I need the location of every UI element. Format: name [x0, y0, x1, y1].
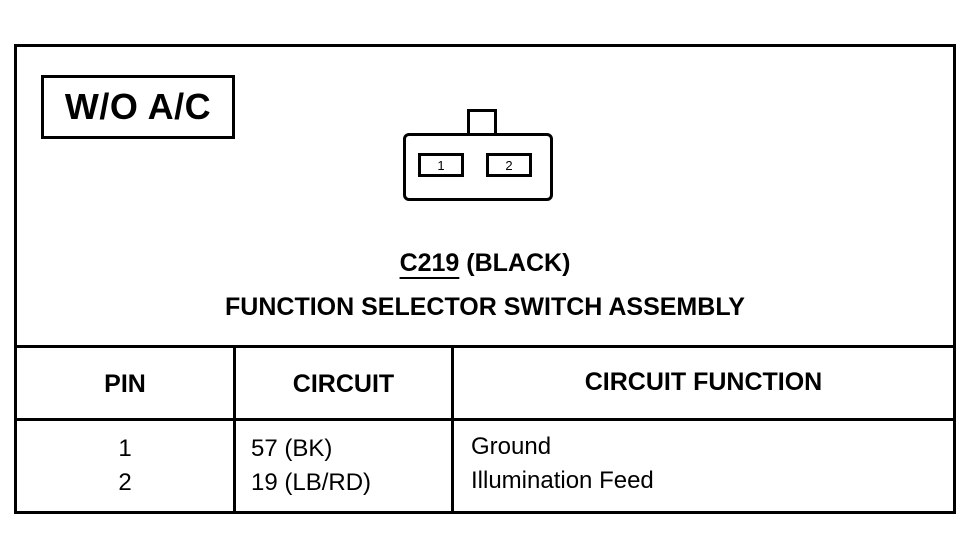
table-header-divider	[17, 418, 953, 421]
connector-pin-1: 1	[418, 153, 464, 177]
connector-color: (BLACK)	[466, 249, 571, 277]
table-row-1-function: Ground	[471, 433, 552, 460]
connector-body: 1 2	[403, 133, 553, 201]
header-circuit-function: CIRCUIT FUNCTION	[584, 368, 823, 396]
table-row-1-circuit: 57 (BK)	[251, 435, 333, 462]
pinout-table: PIN CIRCUIT CIRCUIT FUNCTION 1 57 (BK) G…	[17, 345, 953, 514]
table-divider	[233, 348, 236, 514]
table-row-2-circuit: 19 (LB/RD)	[251, 469, 372, 496]
header-pin: PIN	[104, 370, 146, 398]
connector-pin-2: 2	[486, 153, 532, 177]
variant-label: W/O A/C	[41, 75, 235, 139]
header-circuit: CIRCUIT	[292, 370, 395, 398]
table-row-2-function: Illumination Feed	[471, 467, 654, 494]
connector-latch	[467, 109, 497, 136]
table-divider	[451, 348, 454, 514]
connector-diagram-frame: W/O A/C 1 2 C219 (BLACK) FUNCTION SELECT…	[14, 44, 956, 514]
connector-code: C219	[399, 249, 460, 277]
connector-face-drawing: 1 2	[403, 109, 557, 205]
table-row-1-pin: 1	[118, 435, 132, 462]
table-row-2-pin: 2	[118, 469, 132, 496]
connector-title: C219 (BLACK)	[17, 249, 953, 278]
connector-name: FUNCTION SELECTOR SWITCH ASSEMBLY	[225, 293, 745, 321]
